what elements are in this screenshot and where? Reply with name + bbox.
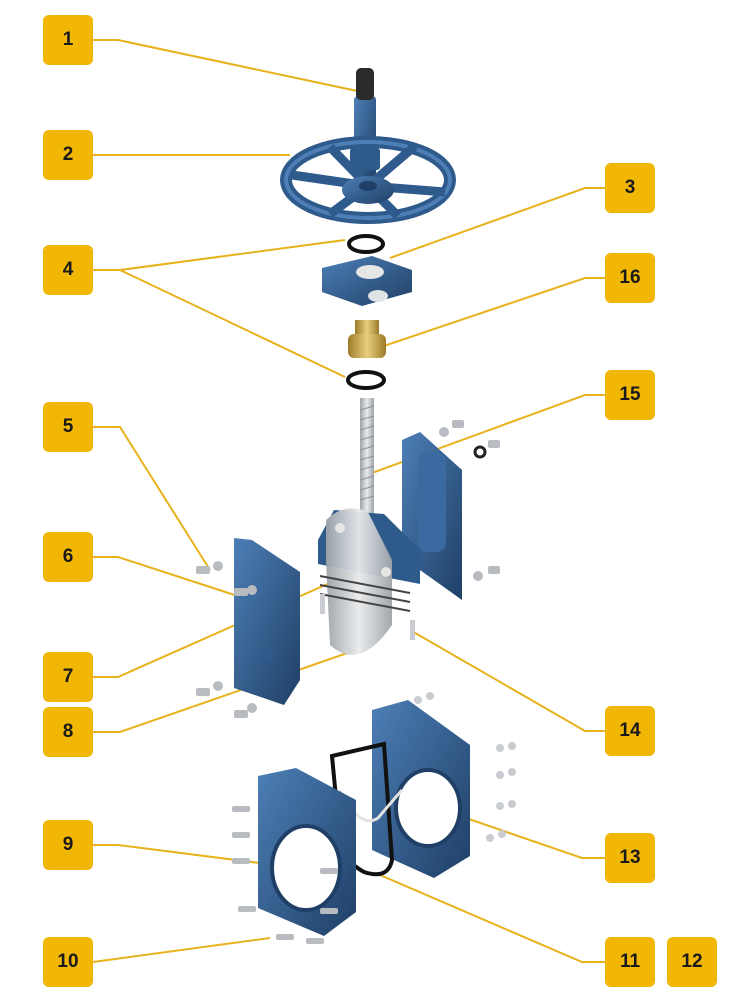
callout-badge-4: 4 [43, 245, 93, 295]
callout-badge-3: 3 [605, 163, 655, 213]
callout-badge-9: 9 [43, 820, 93, 870]
leader-8 [93, 649, 357, 733]
callout-badge-13: 13 [605, 833, 655, 883]
rear-body-half [372, 692, 516, 878]
callout-badge-1: 1 [43, 15, 93, 65]
left-cover-plate [196, 538, 300, 718]
leader-16 [371, 277, 605, 351]
callout-badge-6: 6 [43, 532, 93, 582]
leader-10 [92, 937, 271, 963]
leader-3 [389, 187, 605, 259]
callout-badge-12: 12 [667, 937, 717, 987]
brass-bushing [348, 320, 386, 358]
gate-assembly [318, 508, 420, 655]
callout-badge-11: 11 [605, 937, 655, 987]
leader-11 [379, 874, 605, 963]
leader-4b [119, 269, 346, 378]
callout-badge-14: 14 [605, 706, 655, 756]
leader-4a [93, 239, 346, 271]
leader-1 [93, 39, 363, 93]
o-ring-bottom [346, 370, 386, 390]
callout-badge-7: 7 [43, 652, 93, 702]
leader-15 [371, 394, 605, 474]
callout-badge-5: 5 [43, 402, 93, 452]
leader-5 [93, 426, 211, 571]
callout-badge-10: 10 [43, 937, 93, 987]
callout-badge-8: 8 [43, 707, 93, 757]
handwheel [280, 136, 456, 224]
o-ring-top [347, 234, 385, 254]
threaded-stem [359, 398, 375, 528]
leader-14 [409, 629, 605, 732]
callout-badge-16: 16 [605, 253, 655, 303]
callout-badge-15: 15 [605, 370, 655, 420]
front-body-half [232, 768, 356, 944]
yoke-block [322, 256, 412, 306]
callout-badge-2: 2 [43, 130, 93, 180]
leader-9 [93, 844, 284, 867]
leader-6 [93, 556, 251, 601]
